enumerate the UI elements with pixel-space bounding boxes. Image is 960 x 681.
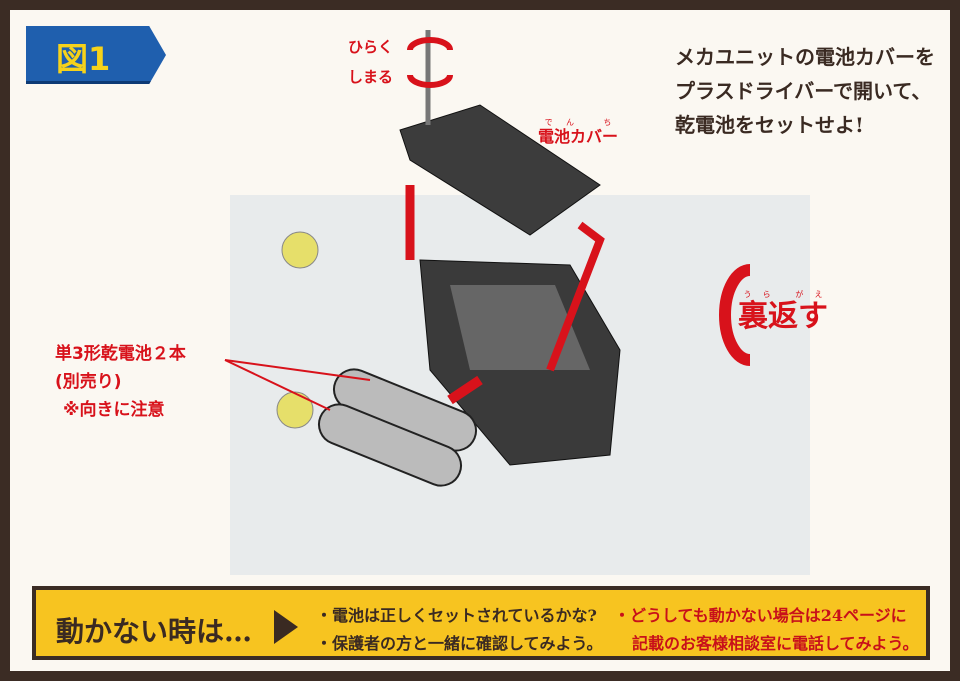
callout-line: [224, 359, 331, 411]
yellow-joint: [281, 231, 319, 269]
troubleshooting-bar: 動かない時は… ・電池は正しくセットされているかな? ・保護者の方と一緒に確認し…: [32, 586, 930, 660]
flip-arrow-icon: [719, 264, 751, 366]
triangle-arrow-icon: [274, 610, 298, 644]
assembly-illustration: [224, 30, 810, 575]
battery-cover: [399, 104, 601, 236]
flip-label: 裏返すうら がえ: [738, 290, 828, 334]
yellow-joint: [276, 391, 314, 429]
callout-line: [224, 359, 371, 381]
open-label: ひらく: [348, 38, 394, 56]
battery-note: 単3形乾電池２本 (別売り) ※向きに注意: [55, 344, 186, 420]
troubleshooting-title: 動かない時は…: [56, 615, 253, 648]
figure-tag: 図1: [26, 26, 166, 84]
instruction-text: メカユニットの電池カバーを プラスドライバーで開いて、 乾電池をセットせよ!: [675, 45, 935, 137]
insert-arrow-icon: [447, 375, 483, 405]
close-label: しまる: [348, 68, 394, 86]
battery-cover-label: 電池カバーでん ち: [538, 118, 619, 146]
batteries: [318, 368, 477, 487]
cover-return-arrow-icon: [546, 221, 605, 372]
manual-page: 図1 ひらく しまる 電池カバーでん ち 裏返すうら がえ 単3形乾電池２本 (…: [10, 10, 950, 671]
rotate-arrows-icon: [407, 37, 453, 88]
